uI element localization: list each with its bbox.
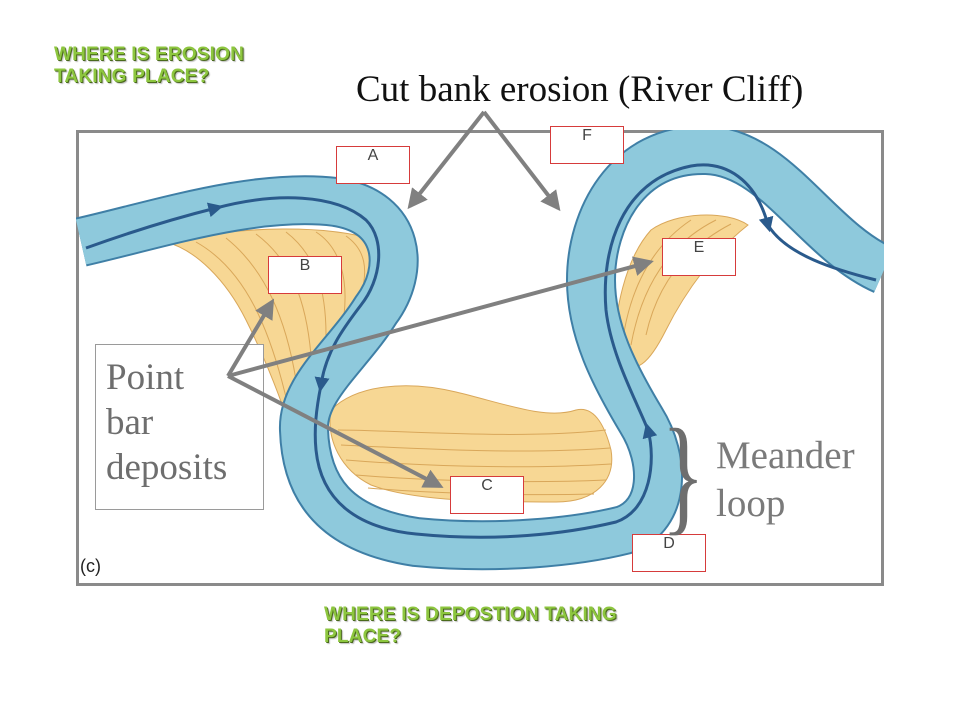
answer-box-d: D xyxy=(632,534,706,572)
answer-box-a: A xyxy=(336,146,410,184)
cut-bank-arrow-right xyxy=(482,110,561,212)
deposition-question: WHERE IS DEPOSTION TAKING PLACE? xyxy=(324,604,617,648)
meander-river-diagram xyxy=(76,130,884,571)
figure-label: (c) xyxy=(80,556,101,576)
point-bar-arrow-b xyxy=(226,298,275,378)
river-channel xyxy=(76,130,884,571)
point-bar-line-1: Point xyxy=(106,357,185,398)
cut-bank-label: Cut bank erosion (River Cliff) xyxy=(356,69,804,110)
point-bar-line-2: bar xyxy=(106,402,154,443)
meander-loop-line-2: loop xyxy=(716,482,786,525)
answer-box-b: B xyxy=(268,256,342,294)
meander-loop-line-1: Meander xyxy=(716,434,855,477)
point-bar-label: Point bar deposits xyxy=(95,344,264,510)
answer-box-f: F xyxy=(550,126,624,164)
point-bar-bottom xyxy=(329,385,613,503)
answer-box-e: E xyxy=(662,238,736,276)
meander-loop-label: Meander loop xyxy=(716,432,855,528)
erosion-question-line-2: TAKING PLACE? xyxy=(54,66,210,87)
deposition-question-line-1: WHERE IS DEPOSTION TAKING xyxy=(324,604,617,625)
point-bar-line-3: deposits xyxy=(106,447,228,488)
cut-bank-arrow-left xyxy=(407,110,486,210)
answer-box-c: C xyxy=(450,476,524,514)
point-bar-arrow-c xyxy=(227,374,444,488)
meander-brace: } xyxy=(661,403,706,547)
deposition-question-line-2: PLACE? xyxy=(324,626,402,647)
point-bar-arrow-e xyxy=(227,256,654,378)
erosion-question: WHERE IS EROSION TAKING PLACE? xyxy=(54,44,244,88)
erosion-question-line-1: WHERE IS EROSION xyxy=(54,44,245,65)
